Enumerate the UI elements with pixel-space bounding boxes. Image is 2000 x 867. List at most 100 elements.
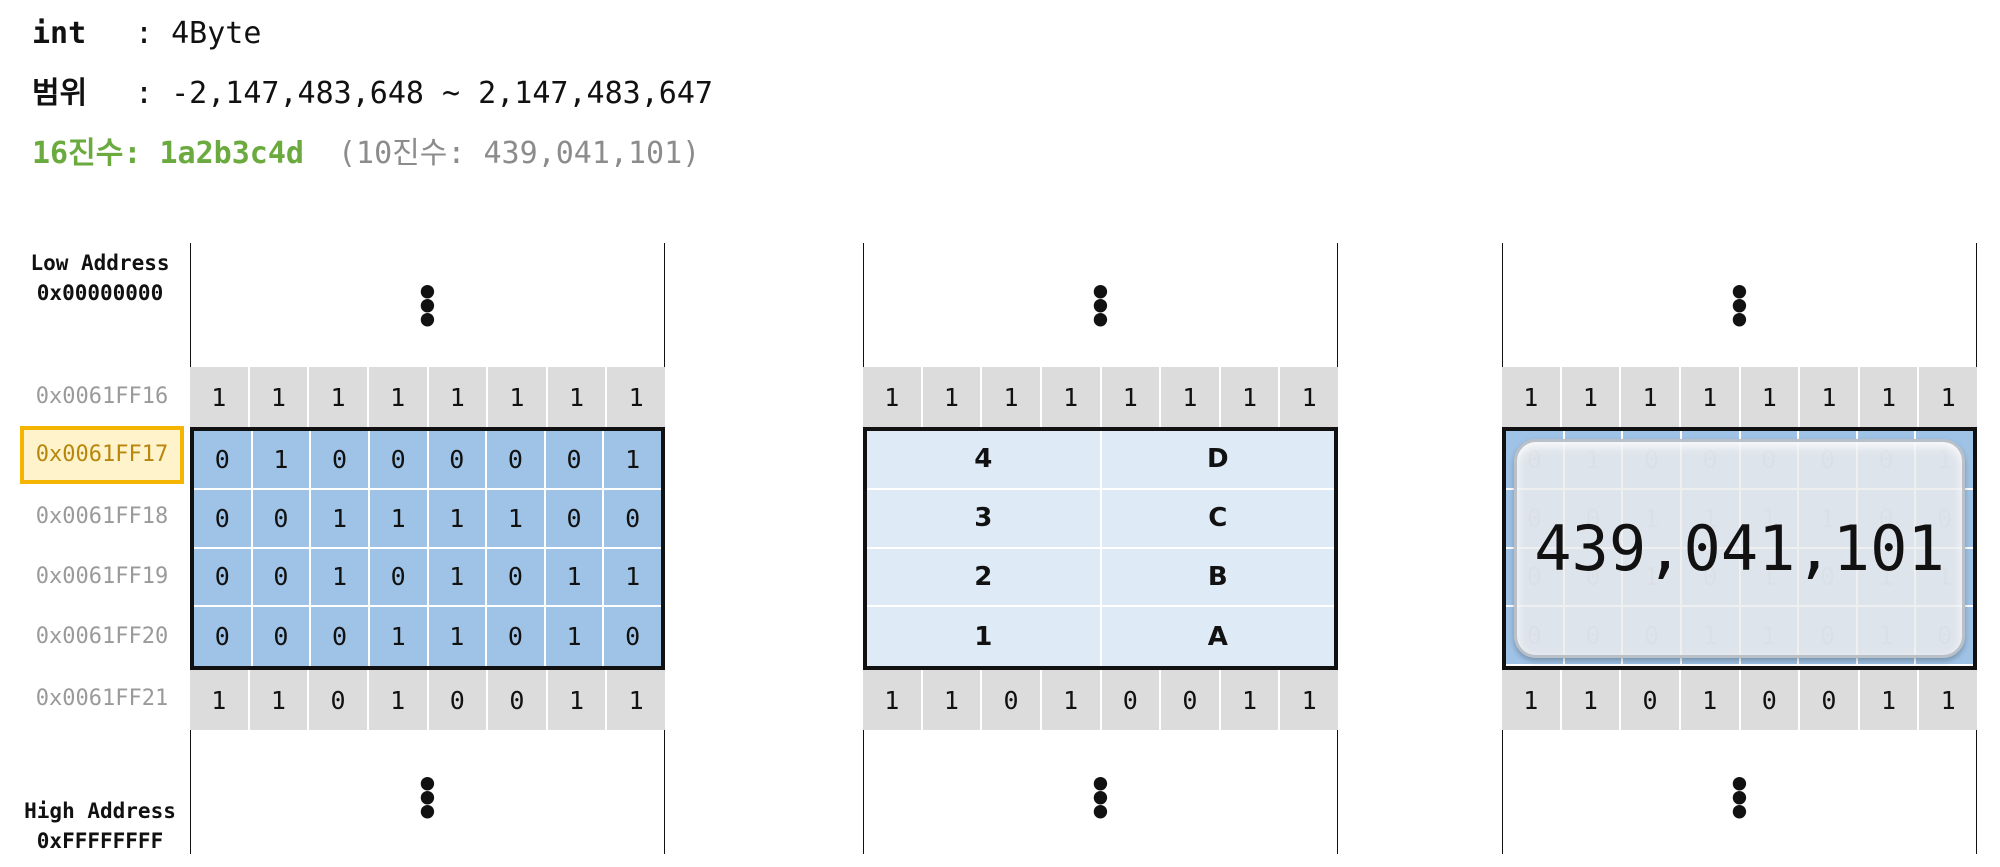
bit-cell: 1 — [428, 489, 488, 547]
ellipsis-bottom: ••• — [416, 763, 439, 835]
int-bytes-block-faded: 01000001001111000010101100011010439,041,… — [1502, 427, 1977, 670]
bit-cell: 1 — [545, 607, 605, 666]
bit-cell: 1 — [1161, 367, 1221, 427]
bit-cell: 1 — [190, 367, 250, 427]
bit-cell: 0 — [1161, 670, 1221, 730]
bit-cell: 1 — [607, 670, 665, 730]
bit-cell: 0 — [487, 548, 546, 606]
bit-cell: 1 — [1919, 367, 1977, 427]
bit-cell: 0 — [428, 431, 488, 488]
bit-cell: 1 — [428, 548, 488, 606]
bit-cell: 0 — [252, 489, 312, 547]
bit-cell: 0 — [545, 431, 605, 488]
bit-cell: 1 — [604, 548, 661, 606]
high-address-value: 0xFFFFFFFF — [36, 829, 164, 853]
bit-cell: 1 — [487, 489, 546, 547]
bit-cell: 0 — [311, 431, 370, 488]
bit-cell: 1 — [368, 670, 429, 730]
bit-cell: 1 — [428, 367, 489, 427]
bit-cell: 1 — [1502, 367, 1562, 427]
bit-cell: 1 — [1800, 367, 1860, 427]
bit-cell: 1 — [604, 431, 661, 488]
bit-cell: 0 — [311, 607, 370, 666]
type-label: int — [32, 16, 87, 51]
bit-cell: 0 — [487, 431, 546, 488]
low-address-title: Low Address — [30, 251, 170, 275]
bit-cell: 1 — [1561, 367, 1622, 427]
bit-cell: 0 — [604, 489, 661, 547]
bit-cell: 0 — [369, 431, 429, 488]
bit-cell: 1 — [1680, 367, 1741, 427]
bit-cell: 1 — [369, 489, 429, 547]
bit-cell: 0 — [194, 607, 253, 666]
hex-nibble-cell: 4 — [867, 431, 1102, 488]
bit-cell: 1 — [252, 431, 312, 488]
bit-cell: 1 — [1101, 367, 1162, 427]
range-label: 범위 — [32, 76, 88, 111]
ellipsis-bottom: ••• — [1089, 763, 1112, 835]
bit-cell: 1 — [1280, 670, 1338, 730]
bit-cell: 0 — [982, 670, 1042, 730]
bit-cell: 0 — [194, 548, 253, 606]
type-line: int : 4Byte — [32, 14, 261, 54]
hex-label: 16진수: — [32, 136, 142, 171]
bit-cell: 0 — [428, 670, 489, 730]
bit-cell: 1 — [1502, 670, 1562, 730]
bit-cell: 1 — [1859, 670, 1920, 730]
bit-cell: 1 — [547, 367, 608, 427]
bit-cell: 1 — [1280, 367, 1338, 427]
ellipsis-top: ••• — [1728, 271, 1751, 343]
bit-cell: 1 — [982, 367, 1042, 427]
bit-cell: 1 — [1680, 670, 1741, 730]
bit-cell: 1 — [863, 367, 923, 427]
hex-nibble-cell: B — [1101, 548, 1334, 606]
hex-nibble-cell: D — [1101, 431, 1334, 488]
type-size: : 4Byte — [135, 16, 262, 51]
bit-cell: 0 — [545, 489, 605, 547]
bit-cell: 1 — [1041, 367, 1102, 427]
bit-cell: 1 — [488, 367, 548, 427]
bit-cell: 0 — [1621, 670, 1681, 730]
hex-value: 1a2b3c4d — [159, 136, 304, 171]
bit-cell: 1 — [922, 670, 983, 730]
bit-cell: 0 — [369, 548, 429, 606]
hex-nibble-cell: 1 — [867, 607, 1102, 666]
bit-cell: 1 — [863, 670, 923, 730]
bit-cell: 1 — [607, 367, 665, 427]
bit-cell: 1 — [309, 367, 369, 427]
decimal-note: (10진수: 439,041,101) — [337, 136, 701, 171]
bit-cell: 0 — [1800, 670, 1860, 730]
bit-cell: 0 — [194, 489, 253, 547]
bit-cell: 1 — [1859, 367, 1920, 427]
high-address-title: High Address — [24, 799, 176, 823]
bit-cell: 1 — [1220, 670, 1281, 730]
hex-nibble-cell: A — [1101, 607, 1334, 666]
bit-cell: 0 — [252, 607, 312, 666]
bit-cell: 0 — [488, 670, 548, 730]
bit-cell: 1 — [249, 367, 310, 427]
range-line: 범위 : -2,147,483,648 ~ 2,147,483,647 — [32, 74, 713, 114]
bit-cell: 0 — [487, 607, 546, 666]
address-3: 0x0061FF19 — [35, 564, 169, 589]
hex-nibble-cell: C — [1101, 489, 1334, 547]
bit-cell: 0 — [1740, 670, 1801, 730]
bit-cell: 1 — [368, 367, 429, 427]
ellipsis-top: ••• — [416, 271, 439, 343]
address-0: 0x0061FF16 — [35, 384, 169, 409]
bit-cell: 0 — [194, 431, 253, 488]
range-value: : -2,147,483,648 ~ 2,147,483,647 — [135, 76, 713, 111]
bit-cell: 1 — [1919, 670, 1977, 730]
